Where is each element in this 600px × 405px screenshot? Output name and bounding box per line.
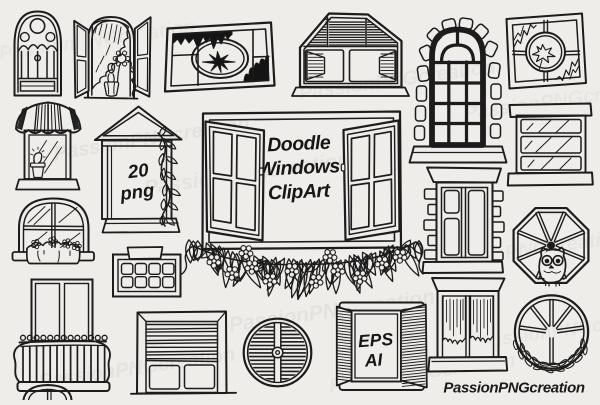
svg-text:PassionPNGcreation: PassionPNGcreation: [443, 380, 584, 397]
svg-text:png: png: [118, 179, 155, 204]
svg-text:Windows: Windows: [257, 155, 340, 181]
svg-text:EPS: EPS: [357, 329, 394, 351]
svg-text:ClipArt: ClipArt: [268, 180, 332, 205]
svg-text:AI: AI: [363, 349, 384, 370]
svg-text:Doodle: Doodle: [267, 132, 332, 157]
